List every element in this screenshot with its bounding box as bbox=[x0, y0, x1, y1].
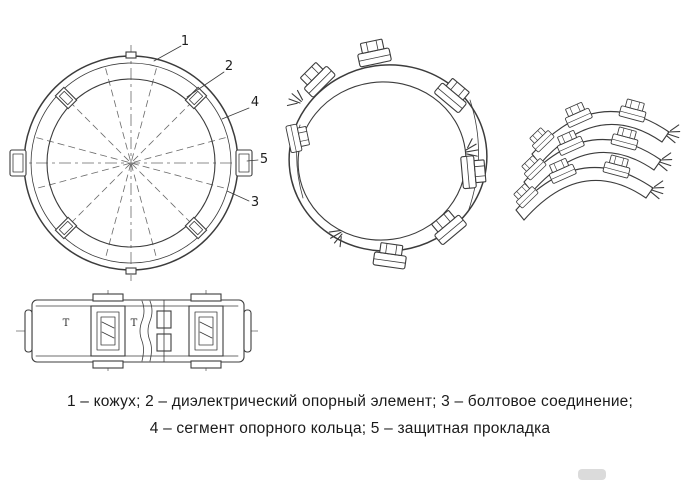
front-view: 1 2 4 5 3 bbox=[9, 34, 268, 281]
caption-line-1: 1 – кожух; 2 – диэлектрический опорный э… bbox=[66, 393, 634, 410]
top-mark bbox=[125, 51, 137, 59]
right-tab-icon bbox=[235, 149, 253, 177]
isometric-view bbox=[283, 37, 488, 270]
bolt-spike-icon bbox=[327, 226, 348, 250]
bolt-spike-icon bbox=[463, 137, 480, 159]
t-label-1: Т bbox=[63, 318, 70, 329]
artifact-smudge bbox=[578, 469, 606, 480]
callout-3: 3 bbox=[251, 195, 259, 210]
callout-5: 5 bbox=[260, 152, 268, 167]
figure-caption: 1 – кожух; 2 – диэлектрический опорный э… bbox=[0, 388, 700, 442]
callout-4: 4 bbox=[251, 95, 259, 110]
callout-1: 1 bbox=[181, 34, 189, 49]
clamp-icon bbox=[354, 37, 393, 68]
side-clamp bbox=[188, 293, 224, 369]
side-view: Т Т bbox=[16, 290, 258, 372]
bolted-joint bbox=[156, 299, 172, 363]
segments-view bbox=[511, 98, 682, 220]
caption-line-2: 4 – сегмент опорного кольца; 5 – защитна… bbox=[149, 420, 551, 437]
clamp-icon bbox=[372, 241, 409, 270]
side-clamp bbox=[90, 293, 126, 369]
t-label-2: Т bbox=[131, 318, 138, 329]
callout-2: 2 bbox=[225, 59, 233, 74]
ring-segment bbox=[527, 98, 682, 164]
clamp-icon bbox=[433, 74, 474, 114]
clamp-icon bbox=[296, 58, 337, 99]
left-tab-icon bbox=[9, 149, 27, 177]
bolt-spike-icon bbox=[283, 88, 306, 112]
bottom-mark bbox=[125, 267, 137, 275]
